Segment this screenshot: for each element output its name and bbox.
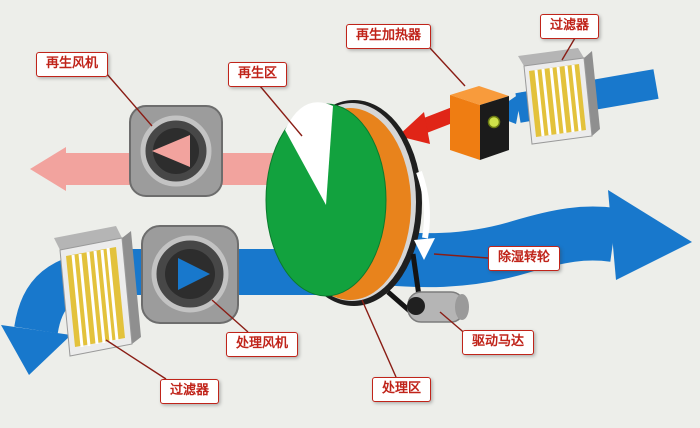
label-connector <box>433 253 489 259</box>
label-connector <box>105 72 153 127</box>
label-connector <box>429 47 466 87</box>
label-connector <box>211 299 249 333</box>
filter-top <box>518 48 600 145</box>
regen-heater-label: 再生加热器 <box>346 24 432 49</box>
label-connector <box>105 339 167 380</box>
label-connector <box>361 299 397 378</box>
label-connectors <box>105 37 576 380</box>
process-zone-label: 处理区 <box>372 377 432 402</box>
motor-pulley <box>407 297 425 315</box>
hot-air-arrow <box>398 107 458 144</box>
label-connector <box>259 85 303 137</box>
label-connector <box>561 37 576 61</box>
filter-pleats <box>534 64 582 137</box>
process-fan-label: 处理风机 <box>226 332 299 357</box>
process-fan <box>141 225 239 324</box>
regen-fan-label: 再生风机 <box>36 52 109 77</box>
wheel-regen-sector <box>285 102 333 205</box>
wheel-rotation-arrow-icon <box>414 170 435 260</box>
regen-air-arrow-icon <box>152 135 190 167</box>
regen-fan <box>129 105 223 197</box>
desiccant-wheel <box>265 100 422 306</box>
regen-zone-label: 再生区 <box>228 62 288 87</box>
filter-bottom-label: 过滤器 <box>160 379 220 404</box>
heater-indicator-light <box>487 115 501 129</box>
filter-bottom <box>54 226 141 357</box>
regen-heater <box>450 86 509 160</box>
filter-top-label: 过滤器 <box>540 14 600 39</box>
filter-pleats <box>71 247 119 348</box>
drive-motor-label: 驱动马达 <box>462 330 535 355</box>
drive-motor <box>386 253 469 323</box>
process-air-arrow-icon <box>178 258 210 290</box>
dehumid-wheel-label: 除湿转轮 <box>488 246 561 271</box>
